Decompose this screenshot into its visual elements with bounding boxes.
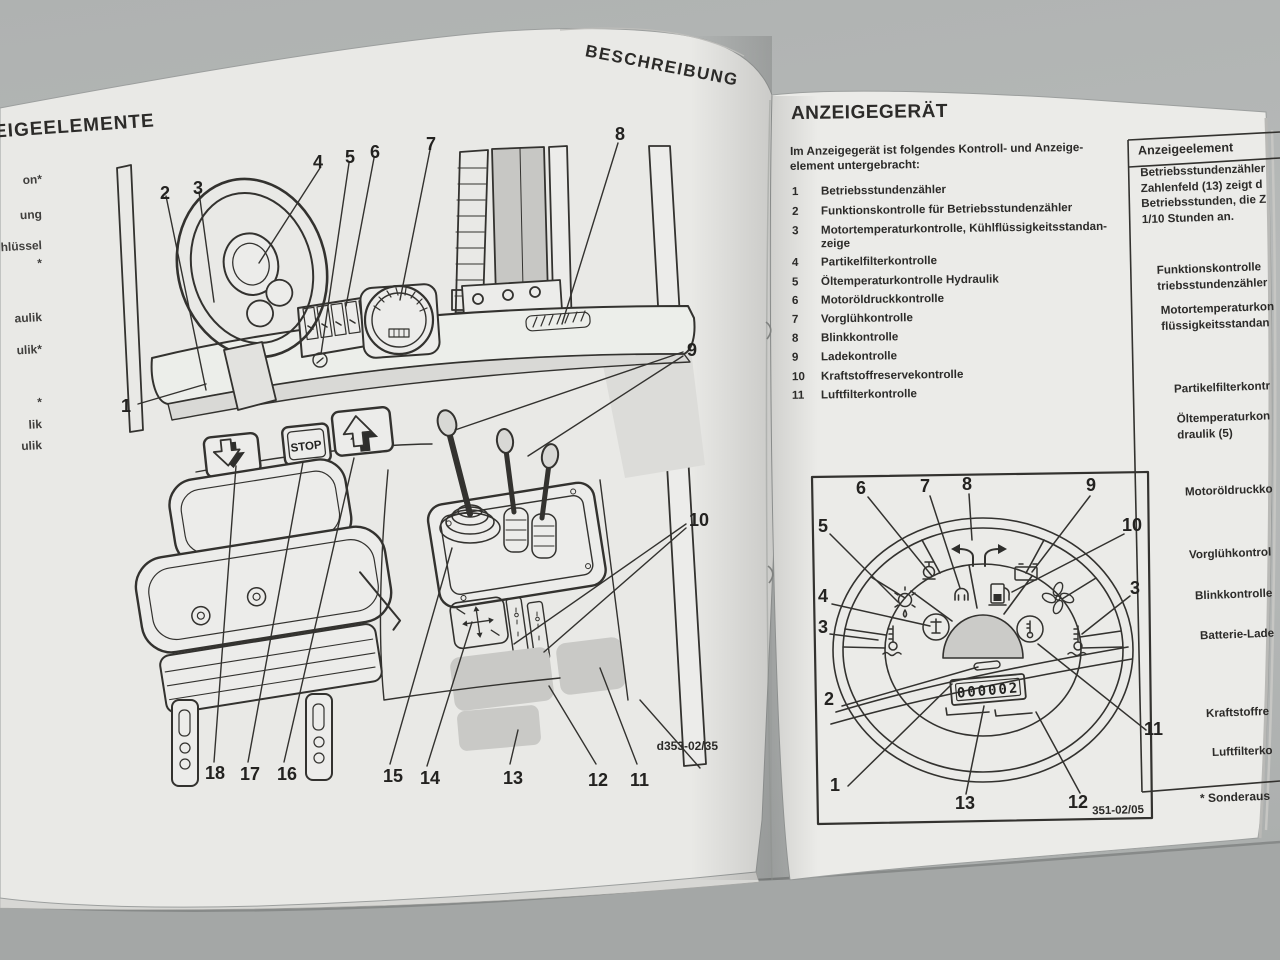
seat-rails	[171, 693, 333, 787]
key-switch-icon	[312, 352, 328, 368]
fig-callout-10: 10	[1122, 515, 1143, 535]
stop-sign-label: STOP	[290, 439, 323, 455]
cluster-figure: 000002 351-02/05	[810, 470, 1154, 826]
turn-signal-icon	[951, 544, 1007, 567]
callout-12: 12	[588, 770, 609, 790]
callout-15: 15	[383, 766, 404, 786]
callout-17: 17	[240, 764, 261, 784]
callout-9: 9	[687, 340, 698, 360]
coolant-temp-right-icon	[1067, 625, 1087, 657]
cab-figure: STOP d353-02/35	[116, 142, 719, 787]
table-row: Motoröldruckko	[1184, 482, 1273, 499]
dashboard	[150, 283, 696, 421]
battery-icon	[1014, 563, 1038, 581]
callout-13: 13	[503, 768, 524, 788]
lever-icon	[436, 409, 560, 521]
callout-8: 8	[615, 124, 626, 144]
right-page-title: ANZEIGEGERÄT	[790, 100, 949, 125]
fig-callout-3-left: 3	[818, 617, 829, 637]
oil-pressure-icon	[894, 586, 916, 618]
intro-line: element untergebracht:	[789, 158, 920, 173]
callout-14: 14	[420, 768, 441, 788]
fig-callout-9: 9	[1086, 475, 1097, 495]
fig-callout-7: 7	[920, 476, 931, 496]
vent-icon	[525, 310, 591, 332]
fig-callout-13: 13	[955, 793, 976, 813]
table-row: Betriebsstundenzähler Zahlenfeld (13) ze…	[1139, 161, 1267, 226]
fig-callout-11: 11	[1144, 719, 1164, 739]
down-arrow-sign-icon	[202, 431, 262, 479]
cab-leader-lines	[137, 142, 687, 767]
hydraulic-oil-temp-icon	[1016, 615, 1044, 643]
hour-counter-value: 000002	[956, 680, 1020, 701]
callout-18: 18	[205, 763, 226, 783]
table-row: Kraftstoffre	[1205, 704, 1270, 721]
fig-callout-6: 6	[856, 478, 867, 498]
callout-6: 6	[370, 142, 381, 162]
figure-code-left: d353-02/35	[657, 739, 719, 753]
table-row: Motortemperaturkon flüssigkeitsstandan	[1160, 300, 1275, 333]
fig-callout-4: 4	[818, 586, 829, 606]
fig-callout-8: 8	[962, 474, 973, 494]
callout-16: 16	[277, 764, 298, 784]
particle-filter-icon	[922, 613, 950, 641]
fan-icon	[1041, 581, 1075, 615]
figure-frame	[810, 470, 1154, 826]
list-item-cont: zeige	[820, 236, 851, 251]
direction-placard-icon	[449, 596, 509, 650]
oil-temp-icon	[922, 561, 936, 580]
gray-placards	[450, 637, 626, 751]
footnote: * Sonderaus	[1199, 788, 1271, 806]
table-row: Vorglühkontrol	[1188, 545, 1272, 562]
callout-5: 5	[345, 147, 356, 167]
gauge-icon	[359, 283, 441, 359]
steering-wheel	[175, 177, 329, 359]
table-row: Funktionskontrolle triebsstundenzähler	[1156, 260, 1268, 293]
fig-callout-3-right: 3	[1130, 578, 1141, 598]
table-row: Luftfilterko	[1211, 743, 1273, 760]
callout-3: 3	[193, 178, 204, 198]
coolant-temp-left-icon	[882, 625, 902, 657]
table-row: Öltemperaturkon draulik (5)	[1176, 409, 1271, 442]
callout-1: 1	[121, 396, 132, 416]
callout-2: 2	[160, 183, 171, 203]
fig-callout-12: 12	[1068, 792, 1089, 812]
table-borders	[1127, 131, 1280, 793]
figure-code-right: 351-02/05	[1092, 804, 1145, 817]
fig-callout-1: 1	[830, 775, 841, 795]
callout-7: 7	[426, 134, 437, 154]
hour-counter: 000002	[945, 660, 1033, 717]
console	[426, 409, 626, 751]
fig-callout-5: 5	[818, 516, 829, 536]
cluster-leader-lines	[829, 493, 1147, 795]
callout-4: 4	[313, 152, 324, 172]
center-dome	[942, 614, 1024, 659]
glow-plug-icon	[954, 587, 969, 601]
table-row: Blinkkontrolle	[1194, 586, 1273, 603]
callout-11: 11	[630, 770, 650, 790]
callout-10: 10	[689, 510, 710, 530]
fig-callout-2: 2	[824, 689, 835, 709]
steering-column	[223, 341, 277, 411]
fuel-pump-icon	[988, 583, 1010, 606]
table-row: Batterie-Lade	[1199, 626, 1275, 643]
seat	[134, 458, 402, 714]
up-arrow-sign-icon	[330, 406, 395, 457]
pedal-signs	[202, 406, 395, 479]
